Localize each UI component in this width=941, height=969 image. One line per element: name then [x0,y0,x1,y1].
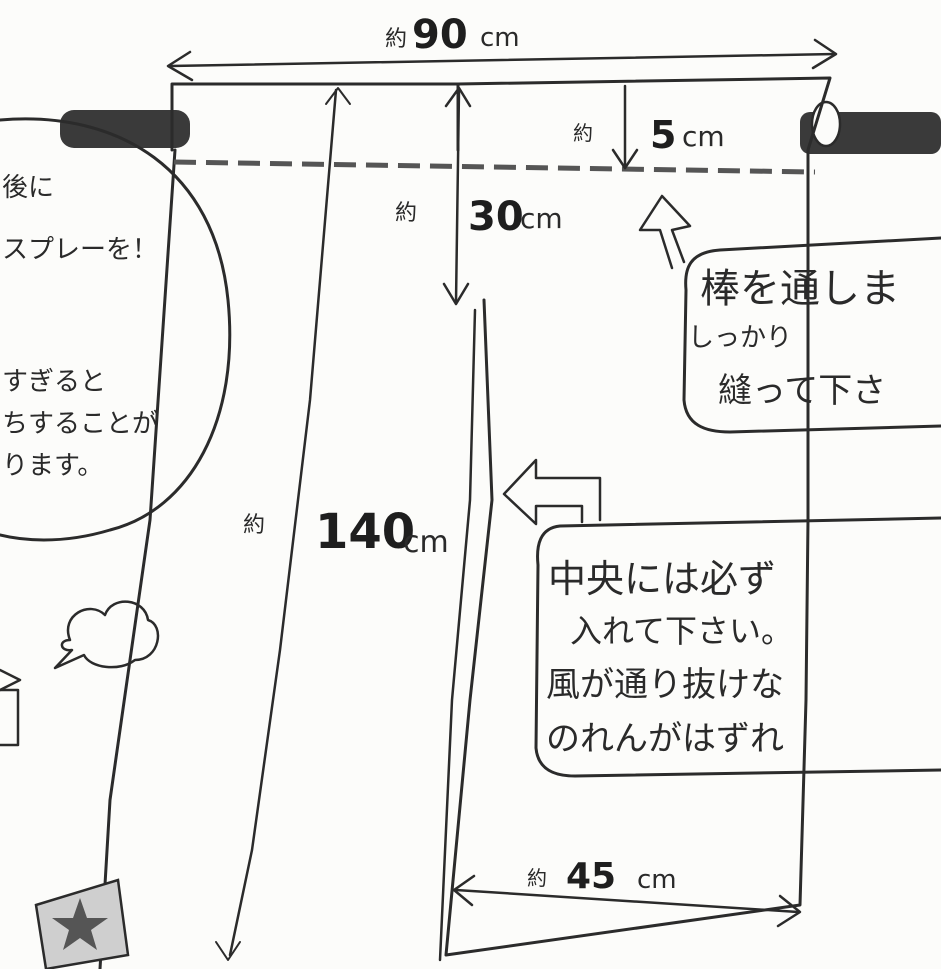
width-unit: cm [480,23,520,53]
length-unit: cm [403,525,449,560]
cloud-doodle [53,600,160,670]
width-arrow [166,38,838,82]
slit-start-prefix: 約 [395,201,417,226]
star-patch [34,878,130,969]
panel-width-value: 45 [566,856,616,897]
slit-start-arrow [442,86,472,306]
left-panel-seam [228,88,338,957]
panel-width-unit: cm [637,865,677,895]
top-band-prefix: 約 [573,121,593,145]
left-note-line-5: ちすることが [2,409,158,439]
panel-width-arrow [452,874,802,928]
left-note-line-6: ります。 [2,451,103,481]
slit-start-unit: cm [520,202,563,235]
length-prefix: 約 [243,513,265,538]
slit-start-value: 30 [468,194,524,240]
rod-note-arrow [638,194,692,270]
left-note-line-2: スプレーを！ [2,235,158,265]
center-note-bubble [534,516,941,778]
length-arrow [215,87,351,961]
right-panel-outline [444,76,832,957]
slit-left-edge [438,308,477,962]
length-value: 140 [315,504,415,560]
curtain-rod [60,100,941,154]
width-prefix: 約 [385,27,407,52]
center-note-line-4: のれんがはずれ [546,719,784,759]
rod-note-line-3: 縫って下さ [718,371,886,411]
center-note-arrow [502,458,602,526]
center-note-line-1: 中央には必ず [548,557,776,601]
left-note-line-4: すぎると [2,367,106,397]
center-note-line-2: 入れて下さい。 [570,612,793,650]
rod-note-line-2: しっかり [688,323,792,353]
width-value: 90 [412,12,468,58]
rod-note-line-1: 棒を通しま [700,266,900,312]
center-note-line-3: 風が通り抜けな [546,665,784,705]
sewing-dashed-line [173,159,816,175]
top-band-arrow [611,84,639,170]
gift-doodle [0,668,22,747]
rod-note-bubble [682,236,941,434]
left-note-bubble [0,117,232,542]
left-note-line-1: 後に [2,173,54,203]
top-band-value: 5 [650,113,676,157]
panel-width-prefix: 約 [527,866,547,890]
top-band-unit: cm [682,120,725,153]
